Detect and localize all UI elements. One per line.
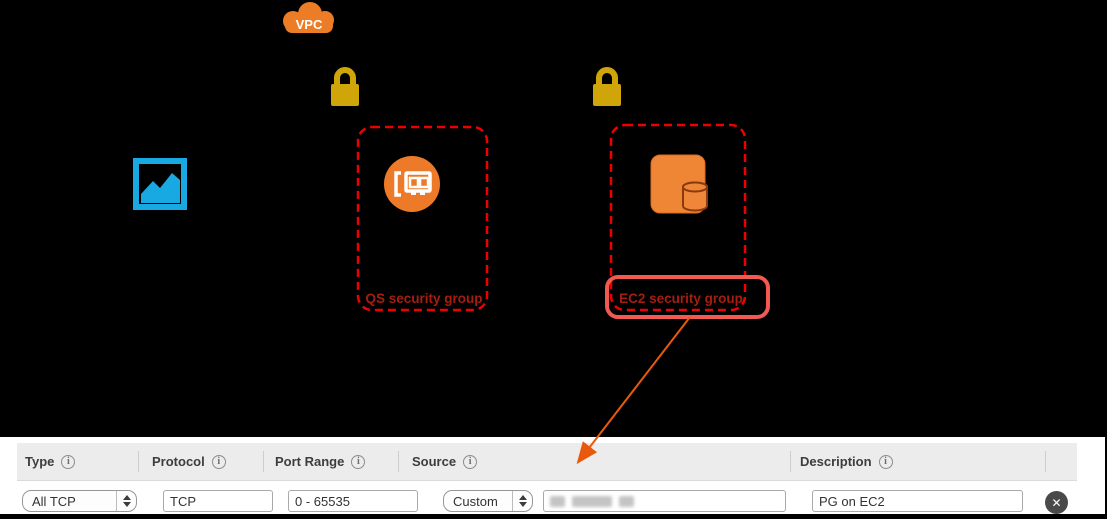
- delete-rule-button[interactable]: [1045, 491, 1068, 514]
- type-select-value: All TCP: [32, 493, 76, 509]
- source-select-value: Custom: [453, 493, 498, 509]
- ec2-database-icon: [650, 154, 708, 214]
- column-label: Port Range: [275, 454, 345, 469]
- column-header-type: Type: [25, 443, 76, 480]
- qs-security-group-label: QS security group: [365, 291, 482, 306]
- type-select[interactable]: All TCP: [22, 490, 137, 512]
- description-input[interactable]: [812, 490, 1023, 512]
- info-icon[interactable]: [211, 454, 226, 469]
- source-select[interactable]: Custom: [443, 490, 533, 512]
- column-header-description: Description: [800, 443, 893, 480]
- highlight-box: [605, 275, 770, 319]
- table-header: Type Protocol Port Range Source Descript…: [17, 443, 1077, 481]
- security-rule-table: Type Protocol Port Range Source Descript…: [0, 437, 1105, 514]
- column-header-protocol: Protocol: [152, 443, 226, 480]
- info-icon[interactable]: [463, 454, 478, 469]
- column-label: Source: [412, 454, 457, 469]
- lock-icon: [593, 67, 621, 106]
- ec2-security-group-label: EC2 security group: [619, 291, 743, 306]
- header-divider: [138, 451, 139, 472]
- header-divider: [1045, 451, 1046, 472]
- info-icon[interactable]: [61, 454, 76, 469]
- header-divider: [263, 451, 264, 472]
- header-divider: [790, 451, 791, 472]
- redacted-text-blur: [619, 495, 634, 507]
- port-range-input[interactable]: [288, 490, 418, 512]
- source-input[interactable]: [543, 490, 786, 512]
- info-icon[interactable]: [351, 454, 366, 469]
- network-interface-icon: [384, 156, 440, 212]
- ec2-security-group: EC2 security group: [609, 123, 747, 312]
- column-label: Description: [800, 454, 872, 469]
- protocol-input[interactable]: [163, 490, 273, 512]
- ec2-security-group-boundary: [609, 123, 747, 312]
- redacted-text-blur: [572, 495, 612, 507]
- column-header-port-range: Port Range: [275, 443, 366, 480]
- select-stepper-icon: [116, 491, 136, 511]
- quicksight-icon: [133, 158, 187, 210]
- vpc-cloud-icon: VPC: [283, 2, 334, 33]
- column-header-source: Source: [412, 443, 478, 480]
- column-label: Type: [25, 454, 55, 469]
- qs-security-group-boundary: [356, 125, 489, 312]
- vpc-label: VPC: [296, 17, 323, 32]
- select-stepper-icon: [512, 491, 532, 511]
- header-divider: [398, 451, 399, 472]
- lock-icon: [331, 67, 359, 106]
- qs-security-group: QS security group: [356, 125, 489, 312]
- redacted-text-blur: [550, 495, 565, 507]
- info-icon[interactable]: [878, 454, 893, 469]
- column-label: Protocol: [152, 454, 205, 469]
